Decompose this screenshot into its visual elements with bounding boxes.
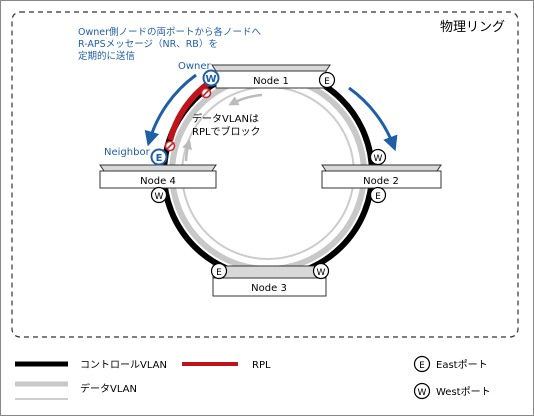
- owner-note-line-3: 定期的に送信: [78, 50, 135, 62]
- neighbor-role-label: Neighbor: [104, 147, 151, 158]
- node-1-west-port: W: [202, 69, 220, 87]
- legend-control-label: コントロールVLAN: [80, 360, 167, 371]
- svg-text:E: E: [419, 361, 425, 371]
- svg-text:W: W: [418, 388, 427, 398]
- ring-label: 物理リング: [440, 20, 505, 35]
- node-2-east-port: E: [369, 186, 387, 204]
- svg-text:E: E: [324, 77, 330, 87]
- node-4-label: Node 4: [140, 176, 176, 187]
- node-2-label: Node 2: [363, 176, 399, 187]
- legend: コントロールVLAN RPL データVLAN E Eastポート W Westポ…: [15, 355, 491, 400]
- svg-text:W: W: [205, 74, 216, 85]
- owner-note-line-1: Owner側ノードの両ポートから各ノードへ: [78, 26, 262, 38]
- block-note-line-1: データVLANは: [192, 112, 259, 125]
- legend-west-icon: W: [413, 382, 431, 400]
- gray-arrow-left: [182, 139, 192, 162]
- node-1-east-port: E: [318, 71, 336, 89]
- block-note-line-2: RPLでブロック: [192, 125, 261, 138]
- node-4: Node 4: [99, 164, 217, 189]
- svg-text:W: W: [317, 268, 326, 278]
- legend-rpl-label: RPL: [252, 360, 271, 371]
- node-3-west-port: W: [312, 262, 330, 280]
- svg-text:E: E: [156, 153, 163, 164]
- node-4-east-port: E: [150, 148, 168, 166]
- node-4-west-port: W: [150, 186, 168, 204]
- svg-text:E: E: [375, 192, 381, 202]
- owner-note-line-2: R-APSメッセージ（NR、RB）を: [78, 38, 218, 50]
- gray-arrow-top: [228, 93, 263, 106]
- physical-ring-border: [11, 11, 519, 338]
- legend-east-icon: E: [413, 355, 431, 373]
- legend-east-label: Eastポート: [436, 359, 488, 371]
- svg-text:E: E: [216, 268, 222, 278]
- owner-role-label: Owner: [178, 61, 212, 72]
- node-1-label: Node 1: [253, 76, 289, 87]
- node-3: Node 3: [212, 265, 327, 297]
- block-icon: [164, 140, 176, 152]
- block-icon: [200, 87, 212, 99]
- node-2-west-port: W: [369, 148, 387, 166]
- node-3-east-port: E: [210, 262, 228, 280]
- blue-arrow-left: [144, 73, 197, 147]
- legend-west-label: Westポート: [436, 386, 491, 398]
- svg-text:W: W: [155, 192, 164, 202]
- legend-data-label: データVLAN: [80, 382, 137, 395]
- blue-arrow-right: [348, 86, 398, 152]
- rpl-segment: [167, 79, 212, 141]
- node-2: Node 2: [321, 164, 442, 189]
- node-1: Node 1: [211, 64, 331, 89]
- node-3-label: Node 3: [251, 283, 287, 294]
- svg-text:W: W: [374, 154, 383, 164]
